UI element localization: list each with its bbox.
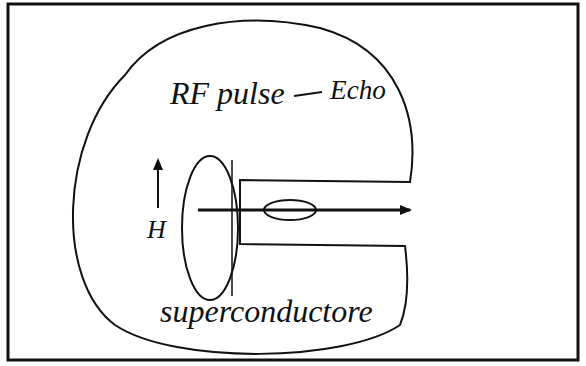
field-label: H	[147, 216, 166, 245]
magnet-outline	[73, 21, 412, 354]
dash	[294, 92, 322, 96]
disk-edge	[231, 160, 233, 296]
magnet-label: superconductore	[160, 294, 373, 329]
rf-label: RF pulse	[170, 76, 285, 111]
h-arrow	[157, 160, 159, 208]
coil-disk	[182, 156, 238, 300]
field-arrow	[198, 209, 410, 212]
echo-label: Echo	[330, 76, 386, 106]
frame	[8, 4, 578, 360]
